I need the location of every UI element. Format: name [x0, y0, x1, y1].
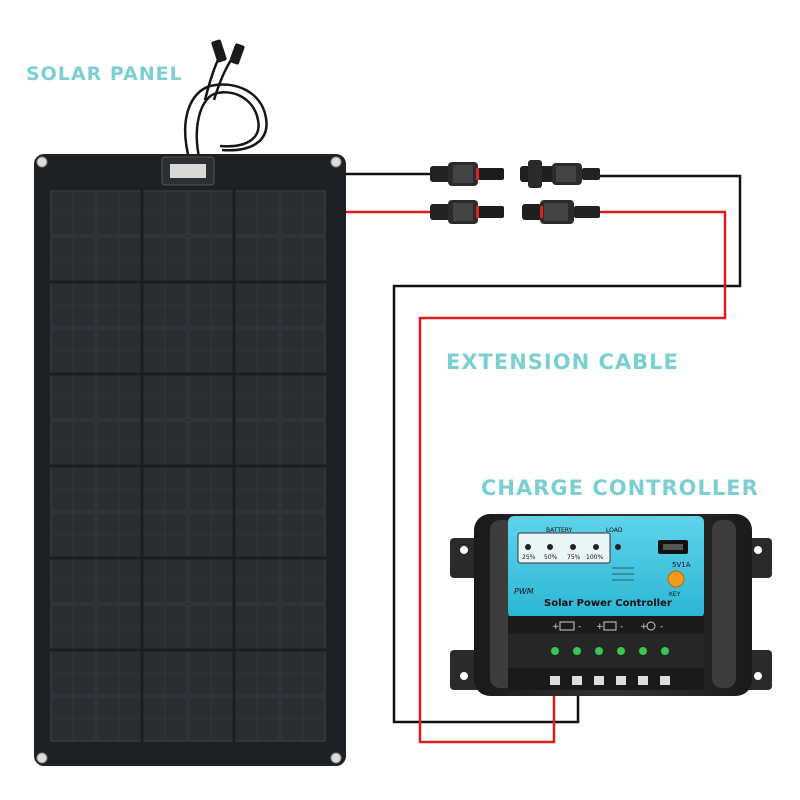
status-legend: [612, 567, 634, 581]
charge-controller: BATTERY LOAD 25% 50% 75% 100% 5V1A KEY P…: [450, 514, 772, 696]
svg-text:+: +: [552, 622, 560, 632]
level-75: 75%: [567, 554, 581, 561]
level-100: 100%: [586, 554, 603, 561]
usb-port-icon: [658, 540, 688, 554]
key-label: KEY: [669, 591, 681, 598]
terminal-block: [508, 634, 704, 668]
controller-title: Solar Power Controller: [544, 598, 672, 609]
mc4-connector-panel-negative: [430, 162, 504, 186]
extension-cable-label: EXTENSION CABLE: [446, 350, 679, 374]
panel-icon: [603, 621, 617, 631]
charge-controller-label: CHARGE CONTROLLER: [481, 476, 759, 500]
solar-panel-label: SOLAR PANEL: [26, 63, 183, 85]
panel-lead-connectors: [211, 39, 245, 65]
load-led: [615, 544, 621, 550]
junction-box: [161, 156, 215, 186]
level-25: 25%: [522, 554, 536, 561]
mc4-connector-panel-positive: [430, 200, 504, 224]
load-label: LOAD: [606, 527, 623, 534]
level-50: 50%: [544, 554, 558, 561]
svg-text:-: -: [620, 622, 623, 632]
bulb-icon: [646, 621, 656, 631]
svg-text:+: +: [640, 622, 648, 632]
positive-extension-wire: [418, 210, 727, 744]
mc4-connector-cable-positive: [522, 200, 600, 224]
negative-extension-wire: [392, 174, 742, 724]
mc4-connector-cable-negative: [520, 160, 600, 188]
battery-label: BATTERY: [546, 527, 573, 534]
key-button[interactable]: [667, 570, 685, 588]
svg-text:-: -: [578, 622, 581, 632]
solar-panel: [34, 154, 346, 766]
pwm-label: PWM: [514, 587, 534, 596]
panel-leads: [183, 51, 268, 163]
terminal-symbols: + - + - + -: [552, 621, 663, 632]
usb-label: 5V1A: [672, 561, 691, 569]
battery-icon: [559, 621, 575, 631]
svg-text:-: -: [660, 622, 663, 632]
svg-text:+: +: [596, 622, 604, 632]
wiring: [346, 172, 742, 744]
